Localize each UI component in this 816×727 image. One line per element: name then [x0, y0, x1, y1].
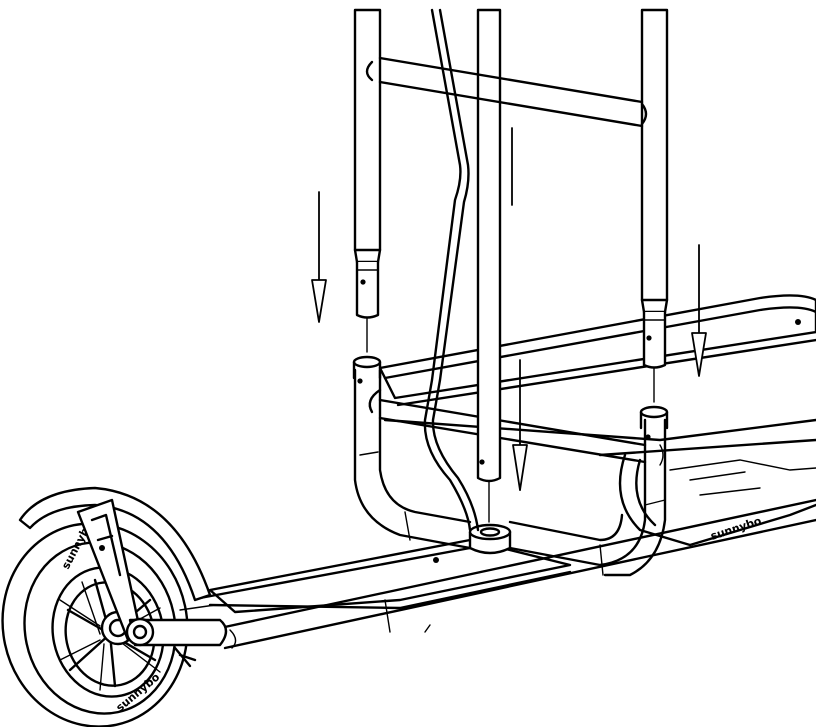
- front-wheel: sunnybo sunnybo: [1, 486, 212, 727]
- right-socket: [639, 405, 669, 466]
- left-socket: [352, 355, 382, 384]
- arrow-left: [311, 191, 327, 323]
- main-deck: [198, 498, 816, 650]
- arrow-right: [691, 244, 707, 377]
- cable: [423, 8, 480, 532]
- center-socket: [468, 523, 512, 555]
- rear-wheel: sunnybo: [618, 453, 816, 547]
- arrow-center: [511, 127, 528, 491]
- upper-cross-bars: [365, 56, 648, 128]
- rear-deck-frame: [378, 294, 816, 457]
- front-fork: [76, 498, 228, 668]
- rear-tire-brand: sunnybo: [709, 514, 764, 543]
- right-upright-tube: [640, 8, 669, 403]
- left-upright-tube: [353, 8, 382, 353]
- center-upright-tube: [476, 8, 502, 523]
